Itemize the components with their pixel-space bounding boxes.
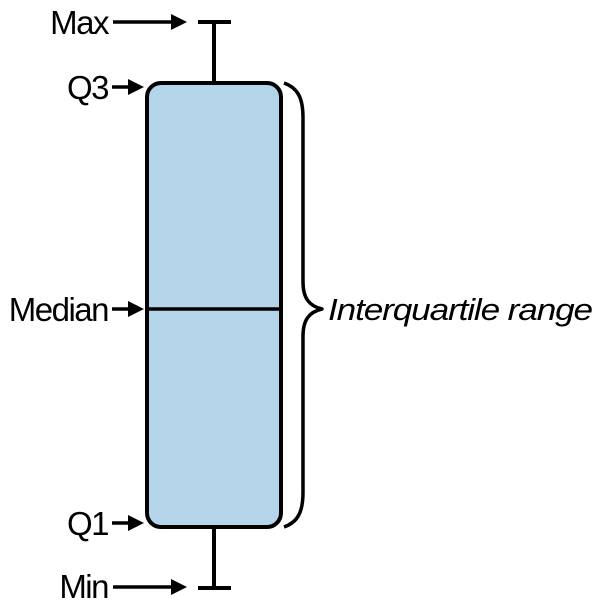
q3-label: Q3	[67, 69, 108, 106]
right-arrow-icon	[112, 515, 144, 531]
right-arrow-icon	[112, 79, 144, 95]
iqr-label: Interquartile range	[328, 292, 593, 327]
right-arrow-icon	[113, 579, 187, 595]
min-label: Min	[59, 568, 108, 605]
right-arrow-icon	[112, 301, 144, 317]
median-label: Median	[9, 291, 108, 328]
max-label: Max	[50, 4, 110, 41]
curly-brace-icon	[283, 81, 324, 529]
q1-label: Q1	[67, 505, 108, 542]
iqr-box	[145, 81, 283, 529]
right-arrow-icon	[113, 14, 187, 30]
